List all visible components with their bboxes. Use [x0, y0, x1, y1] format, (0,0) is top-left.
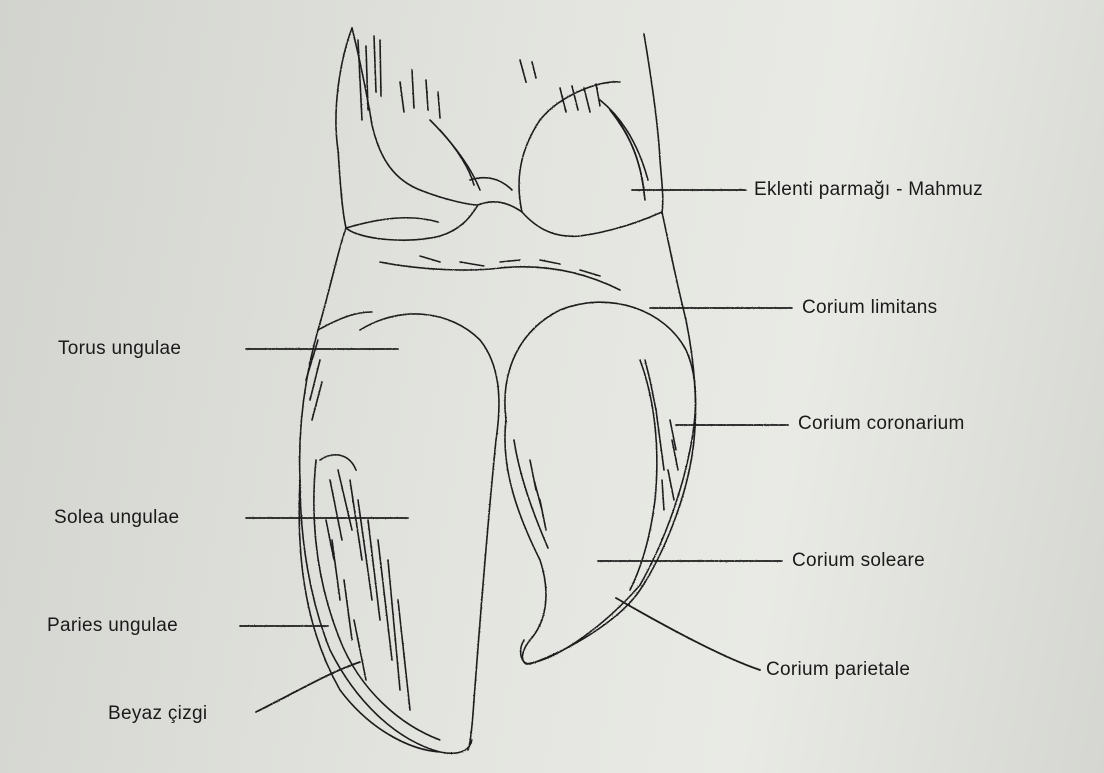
label-beyaz-cizgi: Beyaz çizgi: [108, 703, 207, 725]
label-paries-ungulae: Paries ungulae: [47, 615, 178, 637]
label-corium-parietale: Corium parietale: [766, 659, 910, 681]
label-torus-ungulae: Torus ungulae: [58, 338, 181, 360]
right-dewclaw: [519, 34, 663, 236]
central-fold: [478, 202, 522, 212]
label-corium-soleare: Corium soleare: [792, 550, 925, 572]
right-claw: [505, 302, 696, 664]
skin-outline: [300, 212, 696, 753]
left-dewclaw: [336, 28, 480, 240]
label-eklenti-parmagi: Eklenti parmağı - Mahmuz: [754, 179, 983, 201]
label-solea-ungulae: Solea ungulae: [54, 507, 179, 529]
label-corium-limitans: Corium limitans: [802, 297, 937, 319]
left-claw: [299, 312, 499, 752]
label-corium-coronarium: Corium coronarium: [798, 413, 965, 435]
